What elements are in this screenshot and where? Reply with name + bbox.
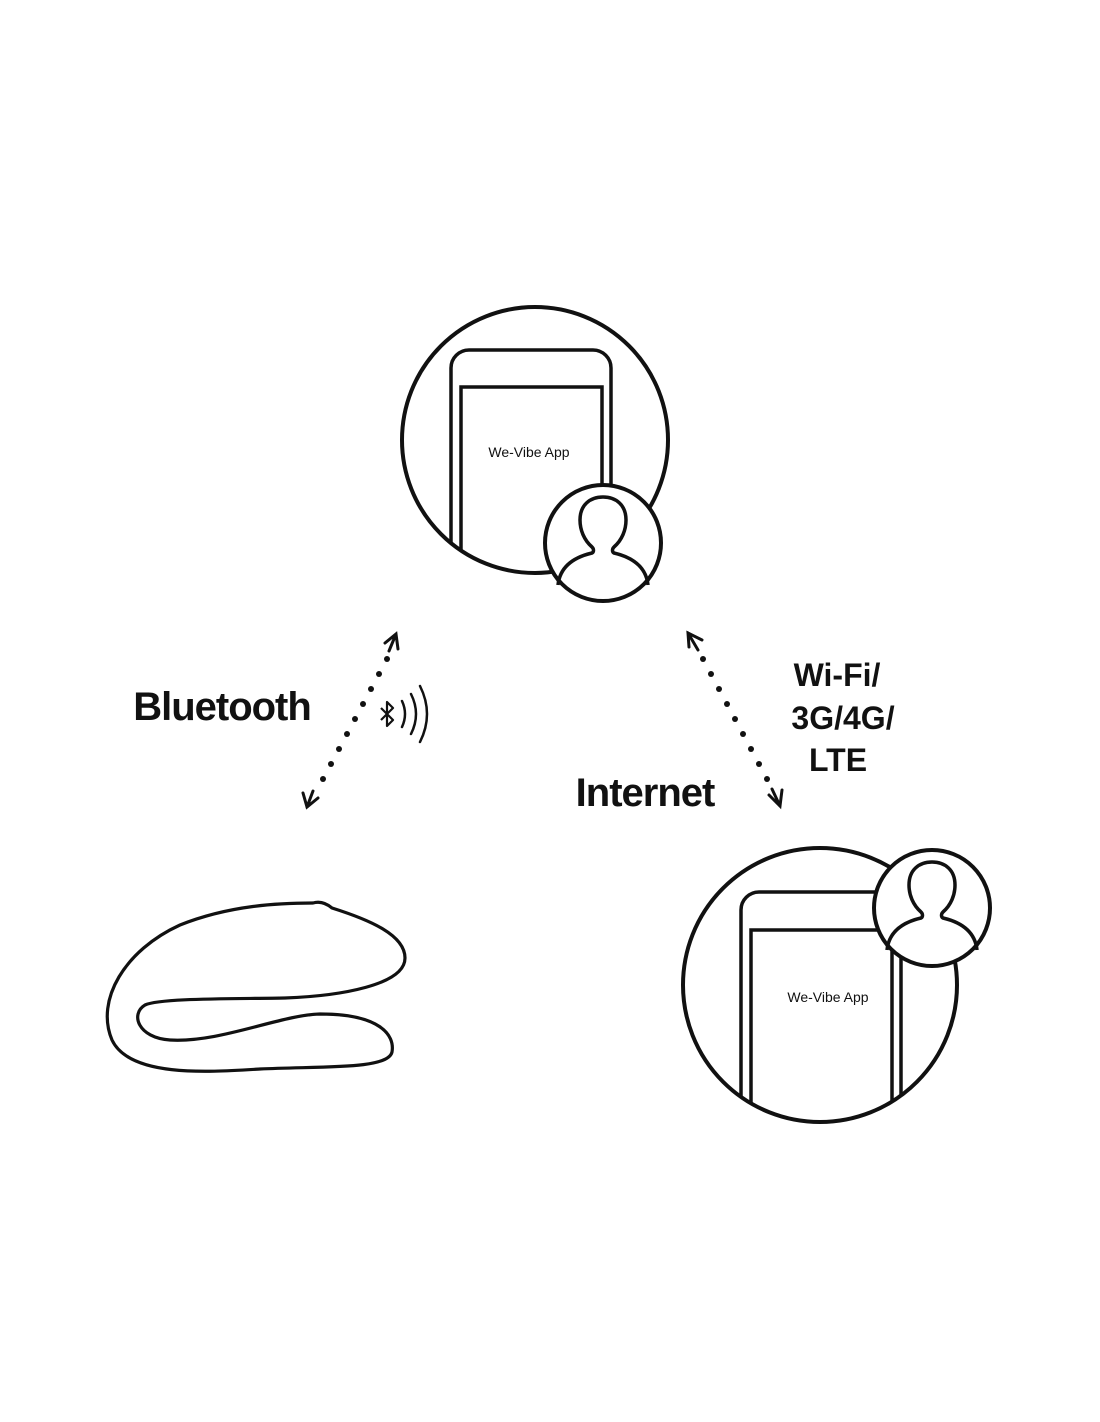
top-phone-screen-text: We-Vibe App — [488, 444, 569, 460]
bluetooth-link: Bluetooth — [133, 631, 429, 810]
phone-screen — [749, 928, 894, 1122]
bottom-phone-screen-text: We-Vibe App — [787, 989, 868, 1005]
device-icon — [105, 900, 407, 1073]
internet-link: Internet Wi-Fi/ 3G/4G/ LTE — [576, 630, 895, 815]
bluetooth-label: Bluetooth — [133, 685, 311, 729]
arrow-head-down — [301, 789, 320, 810]
user-icon — [543, 483, 663, 603]
bluetooth-dotted-line — [320, 656, 390, 782]
top-phone-node: We-Vibe App — [400, 305, 670, 603]
connection-type-3g4g: 3G/4G/ — [791, 700, 894, 736]
internet-dotted-line — [700, 656, 770, 782]
connection-type-lte: LTE — [809, 742, 867, 778]
user-icon — [872, 848, 992, 968]
internet-label: Internet — [576, 771, 715, 815]
connection-type-wifi: Wi-Fi/ — [794, 657, 881, 693]
signal-waves-icon — [400, 684, 429, 744]
bluetooth-icon — [380, 700, 395, 728]
arrow-head-down — [767, 787, 784, 810]
phone-icon — [449, 348, 613, 573]
arrow-head-up — [383, 631, 400, 653]
phone-icon — [739, 890, 903, 1122]
bottom-phone-node: We-Vibe App — [681, 846, 992, 1124]
arrow-head-up — [686, 630, 704, 652]
connection-types: Wi-Fi/ 3G/4G/ LTE — [791, 657, 894, 778]
